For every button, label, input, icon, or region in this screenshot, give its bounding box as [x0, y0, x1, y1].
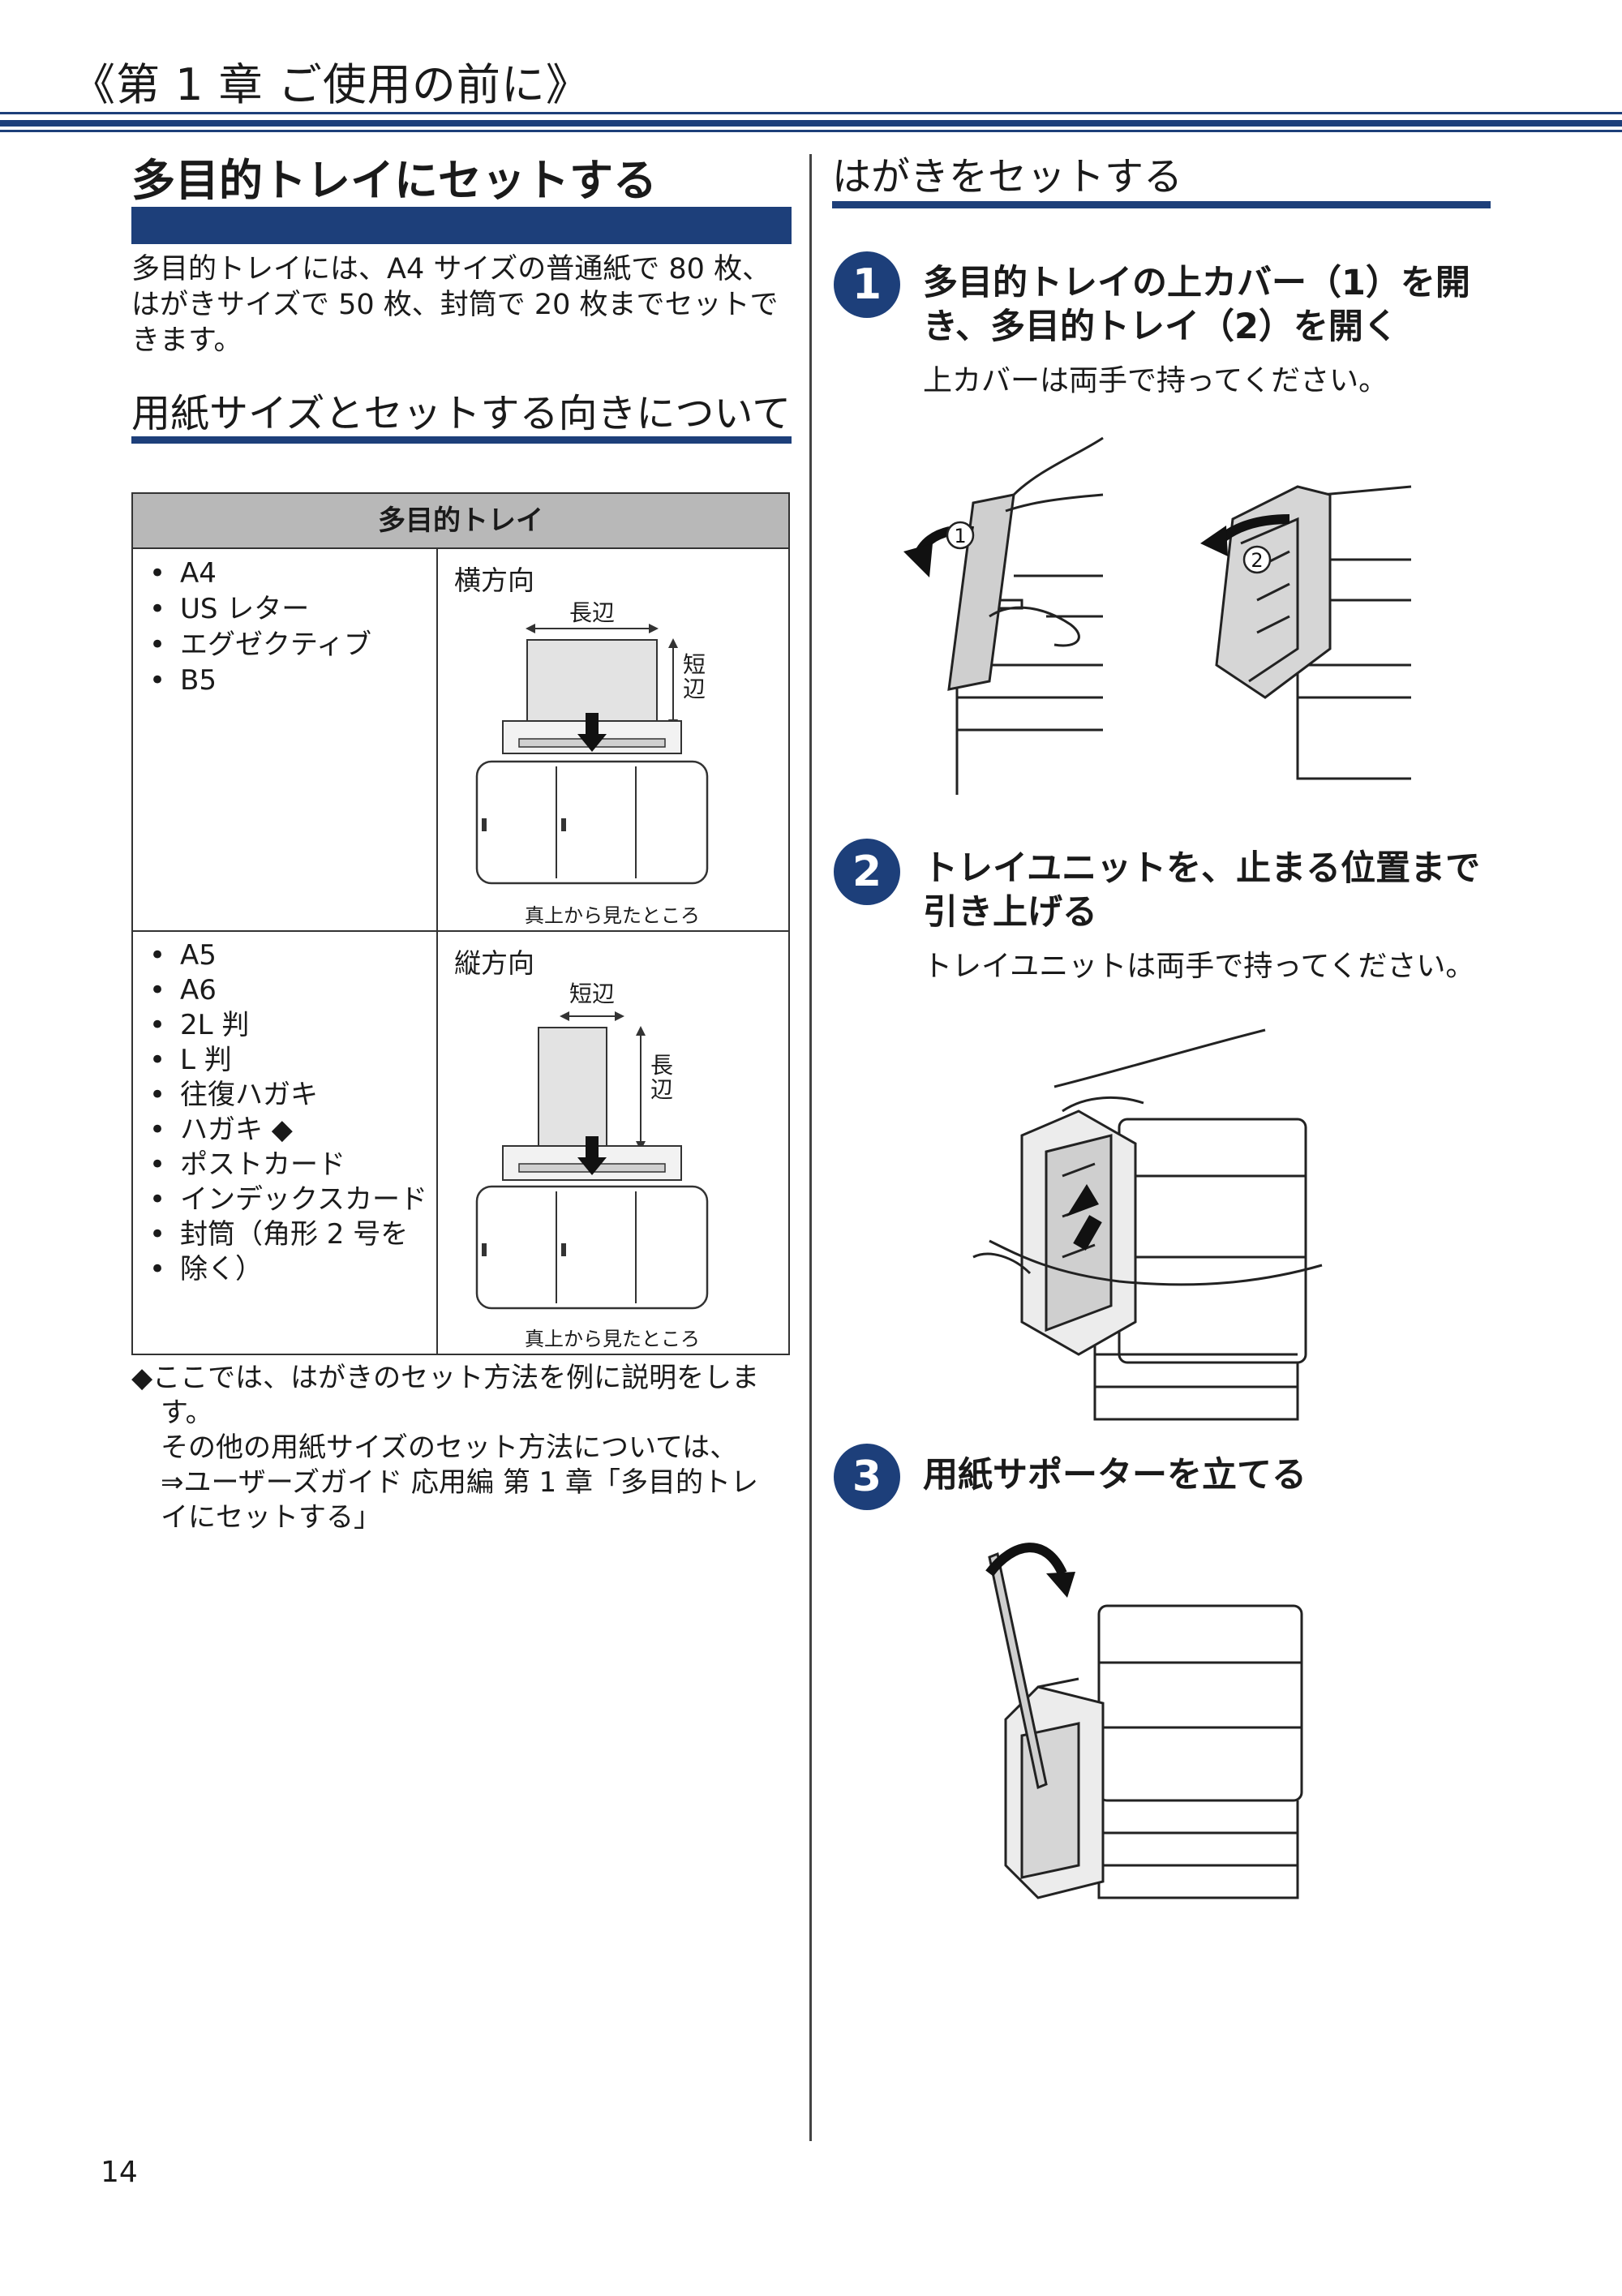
landscape-feed-diagram: 長辺 短 辺 真上から見たところ	[475, 599, 709, 927]
note-reference-link[interactable]: ⇒ユーザーズガイド 応用編 第 1 章「多目的トレ	[161, 1466, 758, 1499]
subsection-rule	[131, 436, 792, 444]
short-edge-label-2: 辺	[683, 676, 706, 702]
list-item: エグゼクティブ	[133, 627, 433, 663]
page-number: 14	[101, 2156, 138, 2189]
list-item: 往復ハガキ	[133, 1078, 433, 1113]
table-row-divider	[133, 930, 788, 932]
intro-text: 多目的トレイには、A4 サイズの普通紙で 80 枚、はがきサイズで 50 枚、封…	[131, 253, 779, 357]
row2-caption: 真上から見たところ	[525, 1328, 700, 1350]
step-2-instruction: トレイユニットは両手で持ってください。	[923, 950, 1475, 983]
note-block: ◆ここでは、はがきのセット方法を例に説明をしま す。 その他の用紙サイズのセット…	[131, 1361, 796, 1535]
column-divider	[809, 154, 812, 2141]
subsection-title: 用紙サイズとセットする向きについて	[131, 391, 792, 436]
step-1-instruction: 上カバーは両手で持ってください。	[923, 364, 1388, 397]
step-2-title-line: トレイユニットを、止まる位置まで	[923, 848, 1481, 889]
callout-1: 1	[954, 525, 966, 547]
right-section-rule	[832, 201, 1491, 208]
note-line: ◆ここでは、はがきのセット方法を例に説明をしま	[131, 1362, 760, 1394]
row1-caption: 真上から見たところ	[525, 904, 700, 927]
list-item: L 判	[133, 1043, 433, 1078]
paper-size-table: 多目的トレイ A4 US レター エグゼクティブ B5 横方向 長辺 短 辺	[131, 492, 790, 1355]
chapter-heading: 《第 1 章 ご使用の前に》	[71, 59, 590, 110]
list-item: ポストカード	[133, 1148, 433, 1182]
row2-size-list: A5 A6 2L 判 L 判 往復ハガキ ハガキ ◆ ポストカード インデックス…	[133, 938, 433, 1287]
note-line: その他の用紙サイズのセット方法については、	[161, 1431, 738, 1464]
step-1-title-line: 多目的トレイの上カバー（1）を開	[923, 263, 1470, 303]
step-3-illustration	[985, 1543, 1303, 1899]
note-line: イにセットする」	[161, 1501, 381, 1534]
step-3-number: 3	[834, 1444, 900, 1510]
list-item: 2L 判	[133, 1008, 433, 1043]
list-item: 封筒（角形 2 号を	[133, 1217, 433, 1252]
table-vline	[436, 549, 438, 1354]
portrait-feed-diagram: 短辺 長 辺 真上から見たところ	[475, 981, 709, 1350]
step-1-title-line: き、多目的トレイ（2）を開く	[923, 307, 1398, 347]
step-1-title: 多目的トレイの上カバー（1）を開 き、多目的トレイ（2）を開く	[923, 261, 1555, 349]
list-item: ハガキ ◆	[133, 1113, 433, 1148]
section-title: 多目的トレイにセットする	[131, 155, 657, 206]
list-item: A4	[133, 556, 433, 591]
row1-size-list: A4 US レター エグゼクティブ B5	[133, 556, 433, 698]
long-edge-label-2: 辺	[650, 1076, 673, 1103]
list-item-continuation: 除く）	[133, 1252, 433, 1287]
step-1-number: 1	[834, 251, 900, 318]
row2-orientation: 縦方向	[454, 947, 534, 979]
list-item: インデックスカード	[133, 1182, 433, 1217]
step-2-illustration	[972, 1028, 1323, 1421]
header-rule-thick	[0, 120, 1622, 127]
step-2-title: トレイユニットを、止まる位置まで 引き上げる	[923, 847, 1555, 934]
list-item: A6	[133, 973, 433, 1008]
callout-2: 2	[1251, 549, 1263, 572]
long-edge-label-1: 長	[650, 1052, 673, 1079]
short-edge-label-1: 短	[683, 651, 706, 678]
long-edge-label: 長辺	[569, 599, 615, 626]
list-item: B5	[133, 663, 433, 698]
list-item: US レター	[133, 591, 433, 627]
header-rule-thin	[0, 112, 1622, 114]
step-2-title-line: 引き上げる	[923, 892, 1097, 933]
section-title-bar	[131, 207, 792, 244]
row1-orientation: 横方向	[454, 564, 534, 596]
note-line: す。	[161, 1397, 213, 1429]
table-header: 多目的トレイ	[133, 494, 788, 549]
step-3-title: 用紙サポーターを立てる	[923, 1455, 1307, 1496]
step-2-number: 2	[834, 839, 900, 905]
short-edge-label: 短辺	[569, 981, 615, 1007]
list-item: A5	[133, 938, 433, 973]
right-section-title: はがきをセットする	[832, 154, 1183, 200]
step-1-illustration: 1 2	[903, 436, 1412, 795]
header-rule-thin-lower	[0, 130, 1622, 132]
